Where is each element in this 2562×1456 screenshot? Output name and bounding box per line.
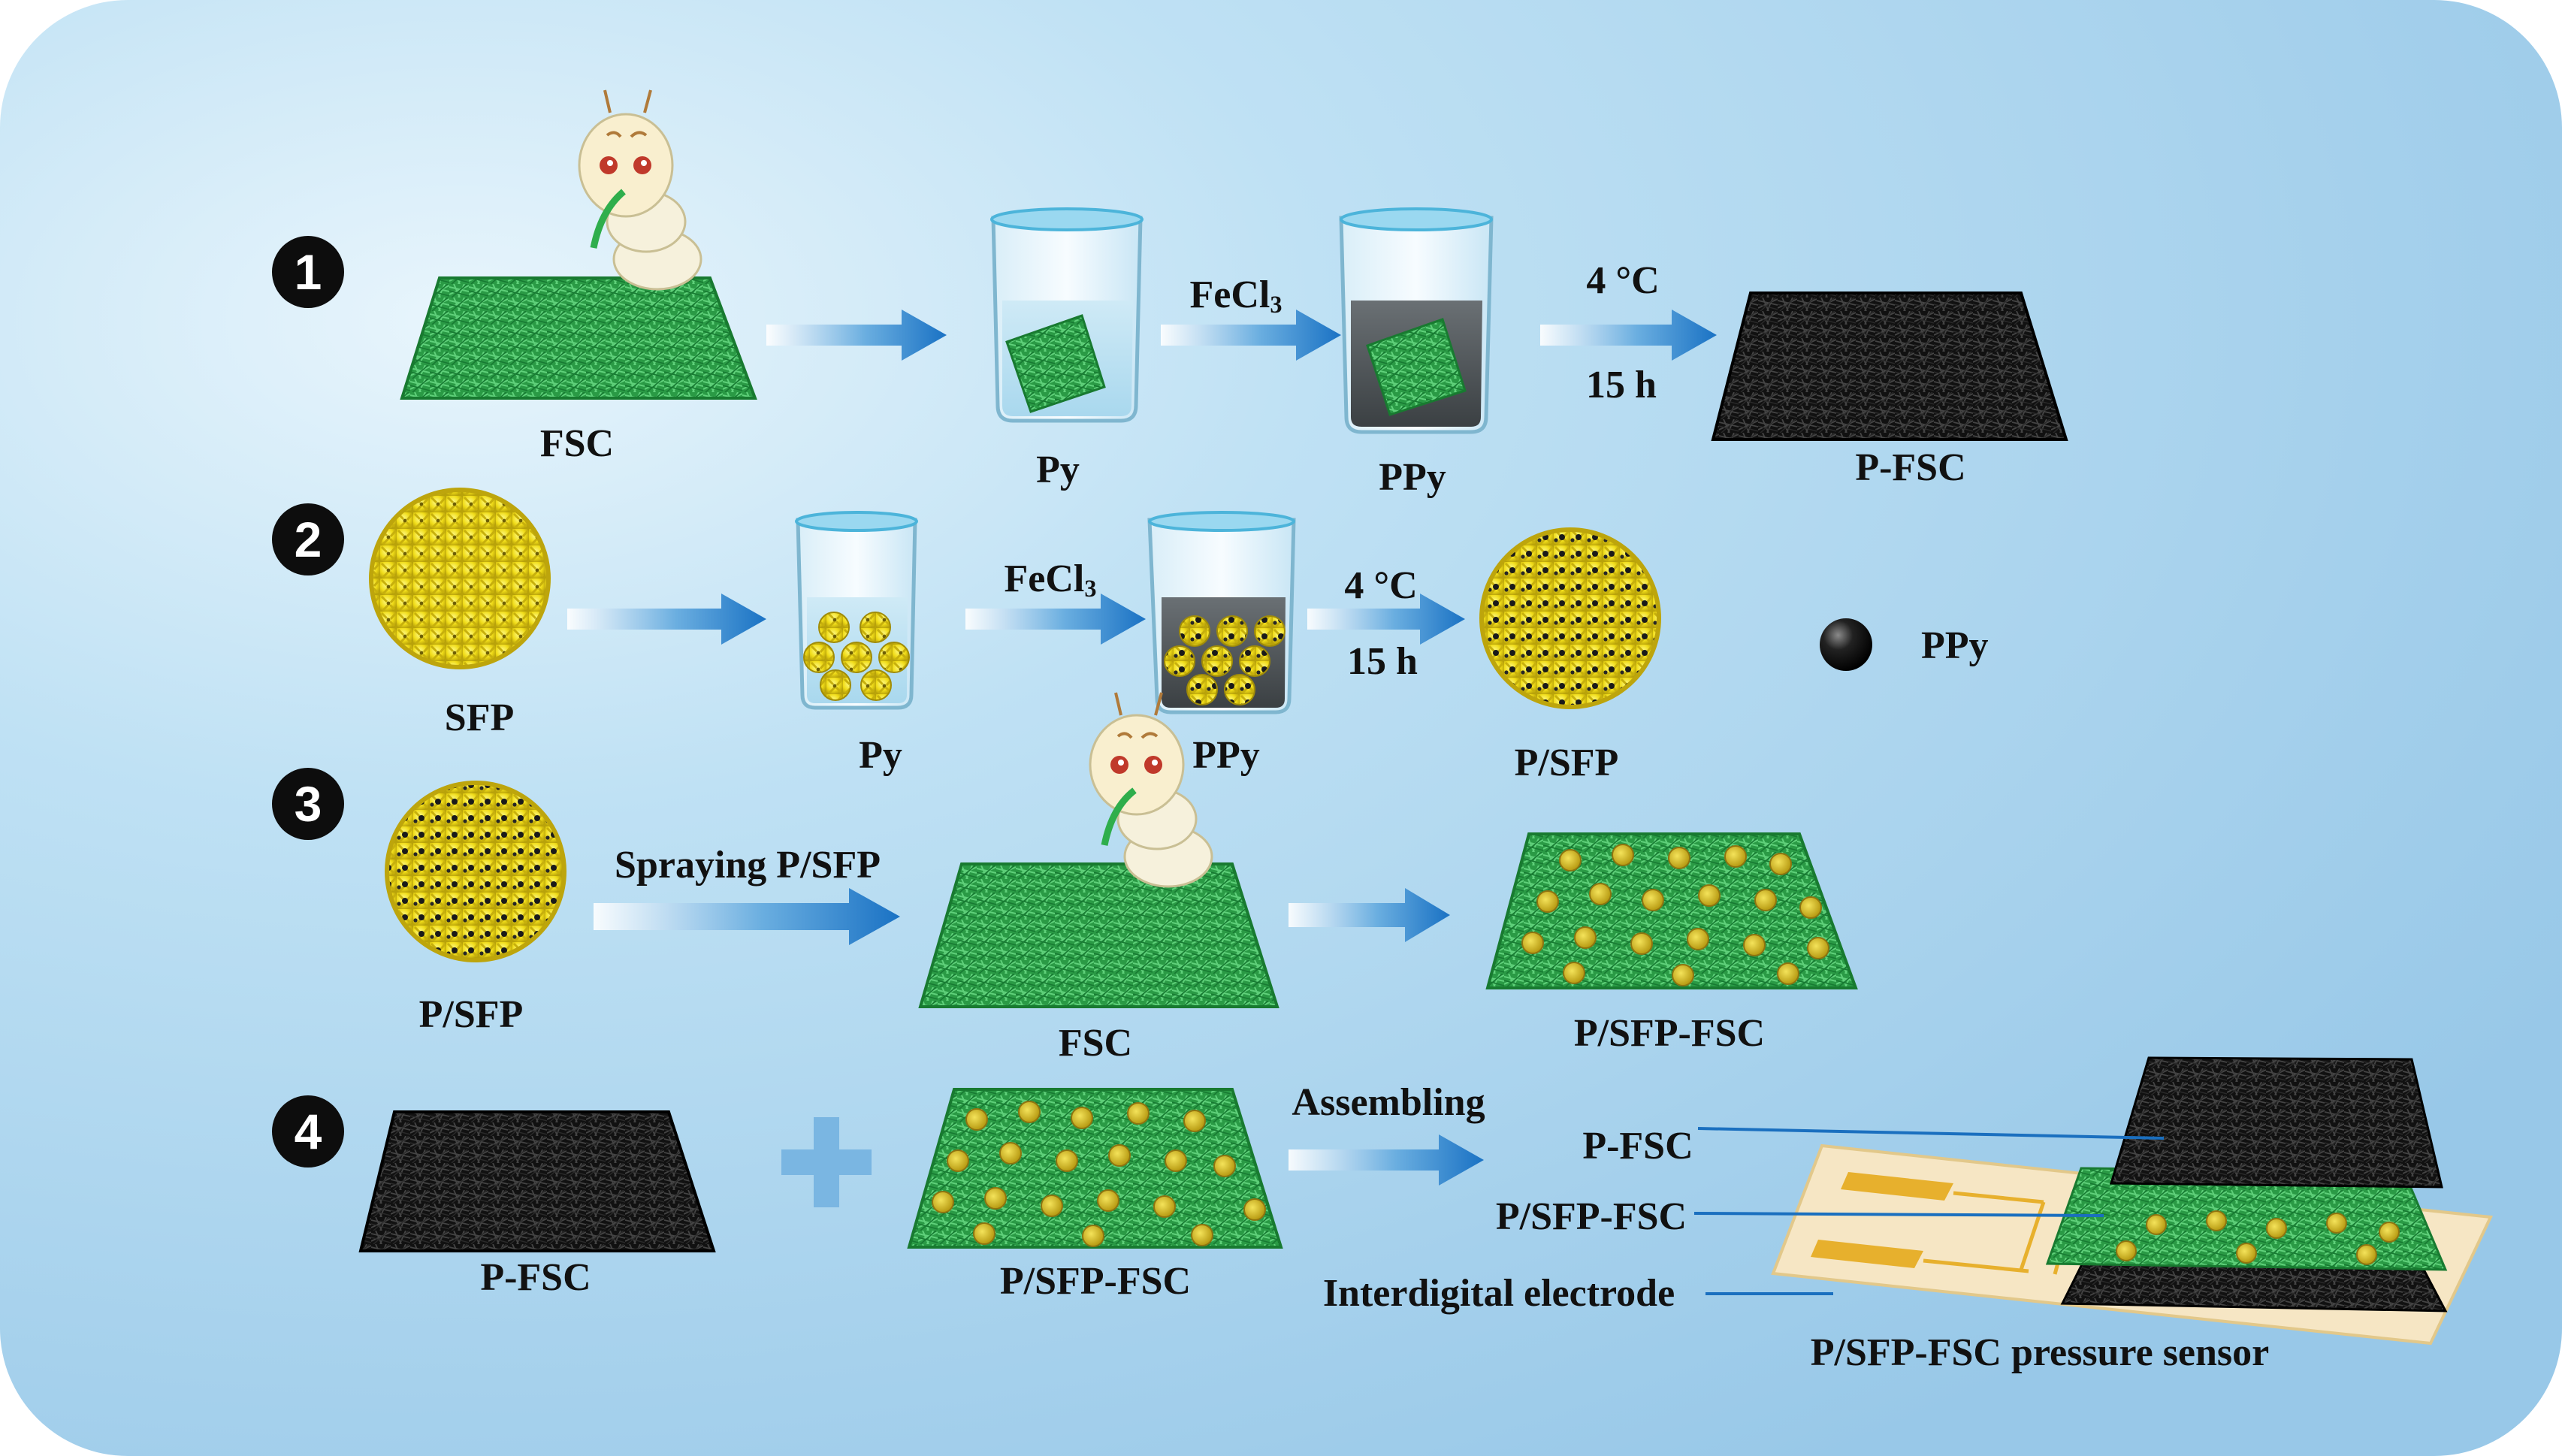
plus-icon — [781, 1117, 872, 1207]
leader-lines — [1693, 1127, 2165, 1295]
fsc-fabric — [400, 276, 757, 400]
ppy-legend-ball — [1820, 618, 1872, 671]
arrow-3b — [1289, 888, 1450, 942]
beaker-ppy — [1339, 207, 1494, 434]
p-sfp-fsc-fabric-4 — [907, 1088, 1283, 1249]
beaker-py-2 — [795, 511, 918, 710]
sensor-dots — [2116, 1210, 2400, 1265]
row-1 — [400, 89, 2068, 441]
arrow-4 — [1289, 1134, 1484, 1186]
beaker-ppy-2 — [1147, 511, 1296, 714]
electrode-contacts — [1811, 1172, 1953, 1268]
arrow-2a — [567, 594, 766, 645]
row-3 — [385, 692, 1858, 1008]
row-4 — [358, 1056, 2494, 1346]
arrow-1c — [1540, 310, 1717, 361]
arrow-1b — [1161, 310, 1341, 361]
sfp-sphere — [369, 488, 551, 669]
sensor-black-top — [2109, 1056, 2443, 1189]
fsc-fabric-3 — [918, 862, 1279, 1008]
p-sfp-sphere — [1479, 527, 1661, 709]
p-fsc-fabric-4 — [358, 1110, 716, 1252]
arrow-2b — [965, 594, 1146, 645]
pressure-sensor — [1771, 1056, 2494, 1346]
beaker-py — [990, 207, 1144, 423]
arrow-2c — [1307, 594, 1465, 645]
arrow-1a — [766, 310, 947, 361]
p-sfp-fsc-fabric — [1485, 832, 1858, 989]
silkworm-icon-2 — [1089, 692, 1213, 888]
arrow-3a — [594, 888, 900, 945]
p-fsc-fabric — [1711, 292, 2068, 441]
silkworm-icon — [578, 89, 702, 291]
row-2 — [369, 488, 1872, 714]
p-sfp-sphere-source — [385, 781, 566, 962]
